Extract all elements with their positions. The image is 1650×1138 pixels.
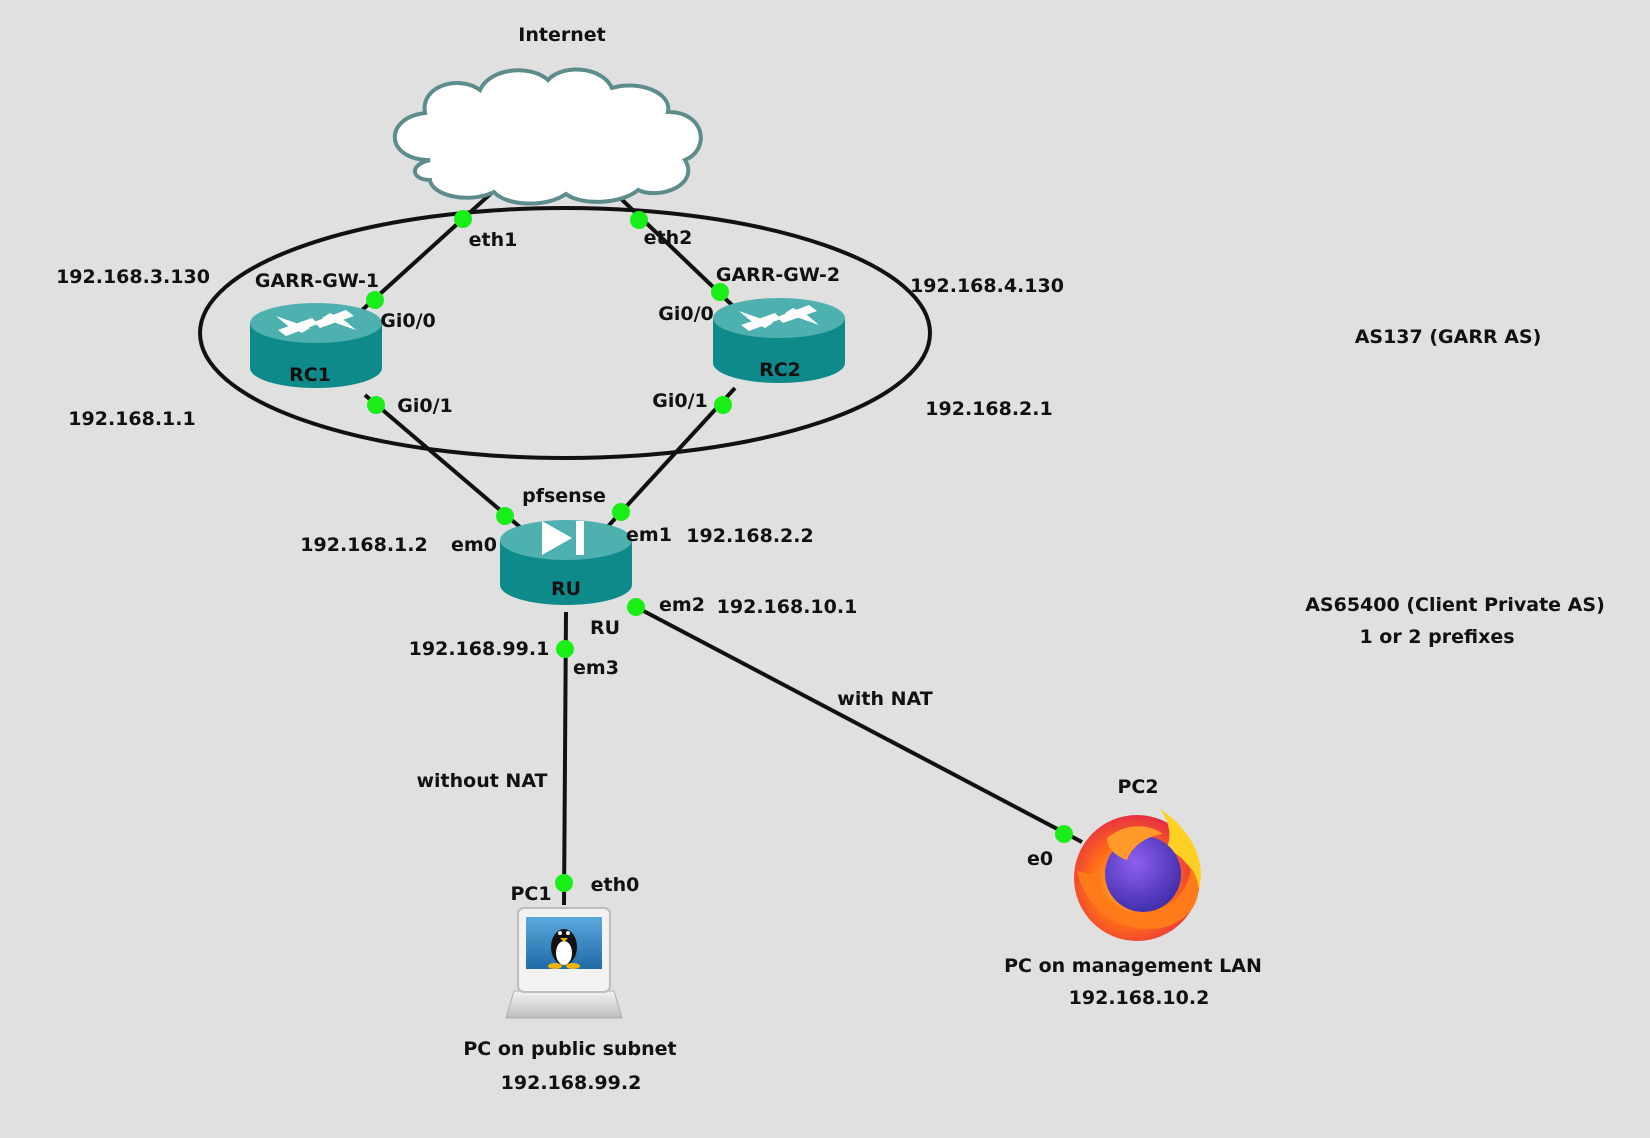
ip-ru-em1: 192.168.2.2 — [686, 525, 813, 547]
as-annotations: AS137 (GARR AS) AS65400 (Client Private … — [1305, 326, 1605, 648]
link-ru-pc1[interactable] — [562, 611, 568, 906]
ru-name: RU — [551, 578, 581, 600]
firefox-icon[interactable] — [1074, 808, 1201, 941]
ip-ru-em2: 192.168.10.1 — [717, 596, 858, 618]
rc1-name: RC1 — [289, 364, 331, 386]
port-label-internet-eth1: eth1 — [469, 229, 518, 251]
port-dot-ru-em2[interactable] — [627, 598, 645, 616]
pc2-desc: PC on management LAN — [1004, 955, 1262, 977]
ip-rc1-lan: 192.168.1.1 — [68, 408, 195, 430]
port-label-ru-em3: em3 — [573, 657, 619, 679]
internet-label: Internet — [518, 24, 605, 46]
port-dot-ru-em1[interactable] — [612, 503, 630, 521]
cloud-icon[interactable] — [392, 67, 703, 206]
ip-ru-em3: 192.168.99.1 — [409, 638, 550, 660]
port-label-rc2-gi01: Gi0/1 — [652, 390, 708, 412]
pc1-desc: PC on public subnet — [463, 1038, 676, 1060]
annotation-client-as: AS65400 (Client Private AS) — [1305, 594, 1605, 616]
port-dot-ru-em3[interactable] — [556, 640, 574, 658]
annotation-client-prefixes: 1 or 2 prefixes — [1359, 626, 1514, 648]
port-label-ru-em0: em0 — [451, 534, 497, 556]
port-label-ru-em1: em1 — [626, 524, 672, 546]
port-dots — [366, 210, 1073, 892]
ip-ru-em0: 192.168.1.2 — [300, 534, 427, 556]
port-dot-pc1-eth0[interactable] — [555, 874, 573, 892]
ru-title: pfsense — [522, 485, 606, 507]
port-label-pc2-e0: e0 — [1027, 848, 1053, 870]
port-dot-rc2-gi01[interactable] — [714, 396, 732, 414]
port-label-ru-em2: em2 — [659, 594, 705, 616]
port-dot-rc2-gi00[interactable] — [711, 283, 729, 301]
port-dot-internet-eth1[interactable] — [454, 210, 472, 228]
ip-rc2-lan: 192.168.2.1 — [925, 398, 1052, 420]
ip-labels: 192.168.3.130 192.168.4.130 192.168.1.1 … — [56, 266, 1064, 660]
port-dot-rc1-gi01[interactable] — [367, 396, 385, 414]
port-label-pc1-eth0: eth0 — [591, 874, 640, 896]
node-labels: Internet GARR-GW-1 RC1 GARR-GW-2 RC2 pfs… — [255, 24, 1262, 1094]
link-notes: without NAT with NAT — [416, 688, 932, 792]
rc2-name: RC2 — [759, 359, 801, 381]
pc1-name: PC1 — [510, 883, 551, 905]
rc1-title: GARR-GW-1 — [255, 270, 379, 292]
port-dot-internet-eth2[interactable] — [630, 211, 648, 229]
port-label-rc2-gi00: Gi0/0 — [658, 303, 714, 325]
router-icon[interactable] — [713, 298, 845, 383]
linux-pc-icon[interactable] — [505, 907, 623, 1019]
rc2-title: GARR-GW-2 — [716, 264, 840, 286]
ru-sublabel: RU — [590, 617, 620, 639]
port-labels: eth1 eth2 Gi0/0 Gi0/0 Gi0/1 Gi0/1 em0 em… — [380, 227, 1053, 896]
port-label-internet-eth2: eth2 — [644, 227, 693, 249]
ip-rc2-wan: 192.168.4.130 — [910, 275, 1064, 297]
link-ru-pc2[interactable] — [635, 605, 1083, 844]
note-without-nat: without NAT — [416, 770, 547, 792]
port-label-rc1-gi01: Gi0/1 — [397, 395, 453, 417]
ip-rc1-wan: 192.168.3.130 — [56, 266, 210, 288]
port-dot-ru-em0[interactable] — [496, 507, 514, 525]
pc2-name: PC2 — [1117, 776, 1158, 798]
annotation-garr-as: AS137 (GARR AS) — [1355, 326, 1542, 348]
port-dot-rc1-gi00[interactable] — [366, 291, 384, 309]
note-with-nat: with NAT — [837, 688, 932, 710]
port-label-rc1-gi00: Gi0/0 — [380, 310, 436, 332]
port-dot-pc2-e0[interactable] — [1055, 825, 1073, 843]
router-icon[interactable] — [250, 303, 382, 388]
link-internet-rc1[interactable] — [358, 186, 499, 314]
pc1-ip: 192.168.99.2 — [501, 1072, 642, 1094]
pc2-ip: 192.168.10.2 — [1069, 987, 1210, 1009]
as137-boundary — [198, 206, 932, 460]
firewall-icon[interactable] — [500, 520, 632, 605]
